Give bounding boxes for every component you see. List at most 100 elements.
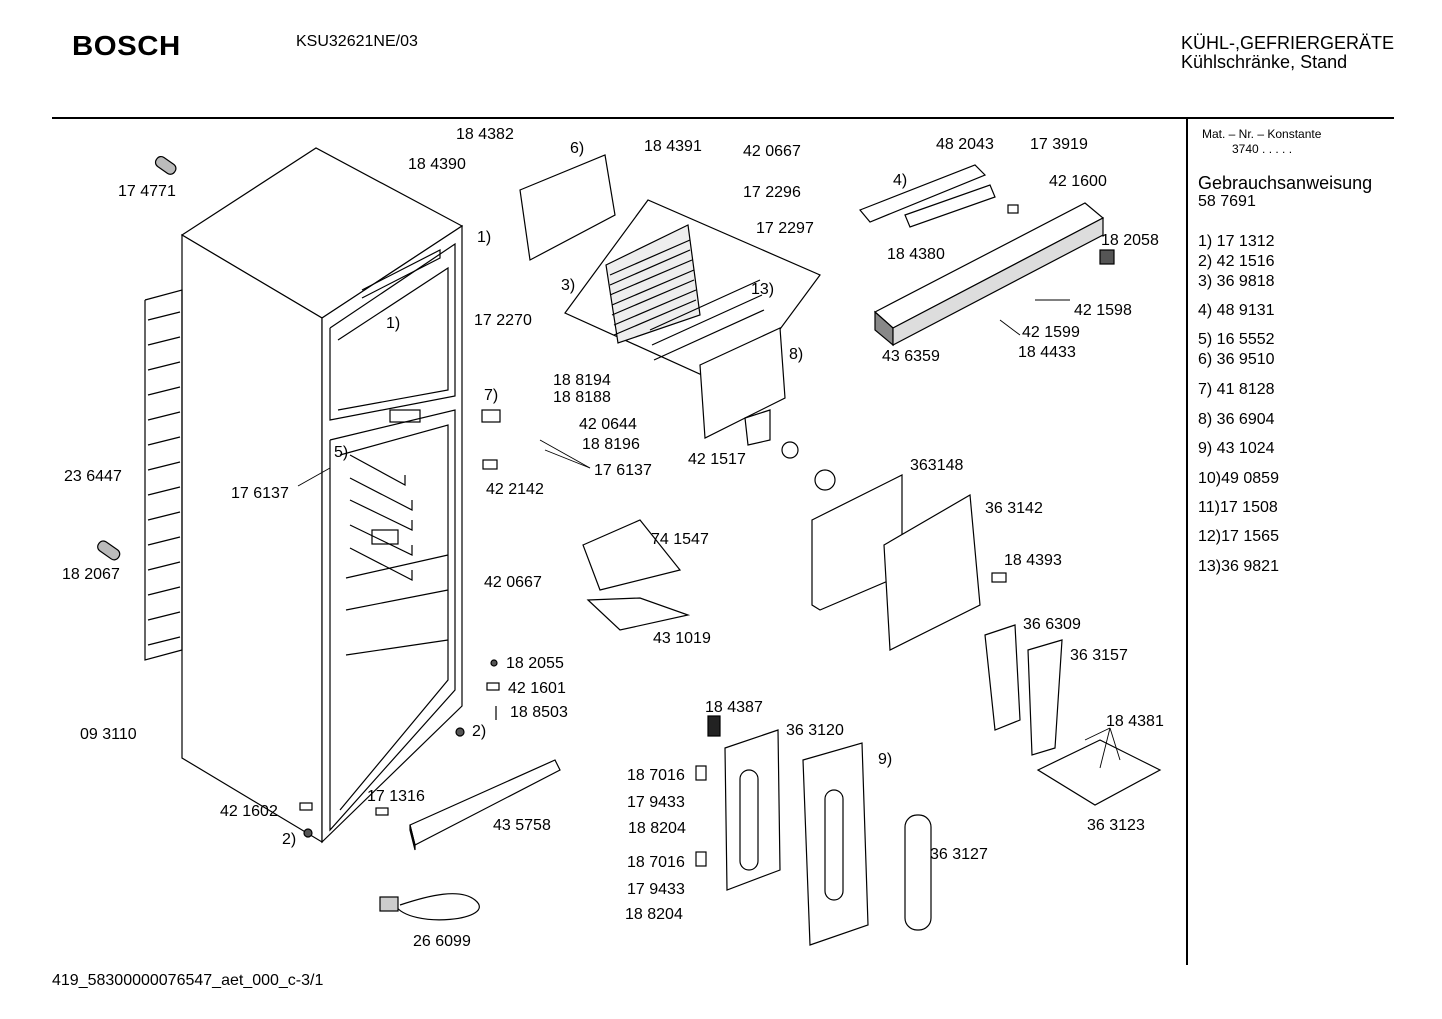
part-label: 2): [282, 831, 296, 848]
part-label: 17 4771: [118, 183, 176, 200]
part-label: 42 0644: [579, 416, 637, 433]
model-number: KSU32621NE/03: [296, 33, 418, 50]
part-label: 2): [472, 723, 486, 740]
legend-item: 7) 41 8128: [1198, 381, 1275, 398]
part-label: 18 2058: [1101, 232, 1159, 249]
part-label: 42 1517: [688, 451, 746, 468]
legend-item: 6) 36 9510: [1198, 351, 1275, 368]
part-label: 43 5758: [493, 817, 551, 834]
part-label: 18 7016: [627, 854, 685, 871]
part-label: 23 6447: [64, 468, 122, 485]
plug-parts: [97, 155, 177, 561]
part-label: 42 1601: [508, 680, 566, 697]
part-label: 18 4387: [705, 699, 763, 716]
evaporator-assembly: [519, 154, 821, 439]
part-label: 18 4380: [887, 246, 945, 263]
part-label: 18 2055: [506, 655, 564, 672]
part-label: 18 8188: [553, 389, 611, 406]
part-label: 09 3110: [80, 726, 137, 743]
part-label: 43 1019: [653, 630, 711, 647]
fasteners: [299, 409, 1007, 867]
part-label: 18 4393: [1004, 552, 1062, 569]
material-constant: 3740 . . . . .: [1232, 142, 1293, 156]
refrigerator-cabinet: [180, 147, 464, 844]
part-label: 36 3157: [1070, 647, 1128, 664]
legend-item: 9) 43 1024: [1198, 440, 1275, 457]
part-label: 48 2043: [936, 136, 994, 153]
part-label: 26 6099: [413, 933, 471, 950]
part-label: 13): [751, 281, 774, 298]
legend-item: 8) 36 6904: [1198, 411, 1275, 428]
rear-panels: [724, 474, 981, 946]
legend-item: 5) 16 5552: [1198, 331, 1275, 348]
part-label: 3): [561, 277, 575, 294]
air-ducts: [582, 519, 1162, 806]
part-label: 36 3120: [786, 722, 844, 739]
part-label: 42 2142: [486, 481, 544, 498]
manual-number: 58 7691: [1198, 193, 1256, 210]
part-label: 36 3123: [1087, 817, 1145, 834]
part-label: 36 6309: [1023, 616, 1081, 633]
part-label: 363148: [910, 457, 963, 474]
category-title: KÜHL-,GEFRIERGERÄTE: [1181, 33, 1395, 53]
leader-lines: [297, 299, 1121, 769]
cabinet-shelves: [349, 454, 413, 581]
legend-item: 1) 17 1312: [1198, 233, 1275, 250]
condenser-coil: [144, 289, 183, 661]
part-label: 18 2067: [62, 566, 120, 583]
part-label: 43 6359: [882, 348, 940, 365]
part-label: 17 1316: [367, 788, 425, 805]
part-label: 74 1547: [651, 531, 709, 548]
part-label: 18 8503: [510, 704, 568, 721]
part-label: 4): [893, 172, 907, 189]
part-label: 42 0667: [743, 143, 801, 160]
part-label: 18 8204: [628, 820, 686, 837]
diagram-drawing: [97, 147, 1162, 946]
part-labels: 17 4771 23 6447 18 2067 09 3110 17 6137 …: [62, 126, 1164, 950]
part-label: 42 1598: [1074, 302, 1132, 319]
part-label: 18 4382: [456, 126, 514, 143]
part-label: 17 9433: [627, 794, 685, 811]
part-label: 1): [477, 229, 491, 246]
power-cord: [379, 893, 480, 921]
legend-item: 3) 36 9818: [1198, 273, 1275, 290]
part-label: 18 8196: [582, 436, 640, 453]
part-label: 36 3142: [985, 500, 1043, 517]
manual-label: Gebrauchsanweisung: [1198, 173, 1373, 193]
part-label: 17 9433: [627, 881, 685, 898]
part-label: 17 2296: [743, 184, 801, 201]
part-label: 36 3127: [930, 846, 988, 863]
part-label: 17 2297: [756, 220, 814, 237]
part-label: 42 1600: [1049, 173, 1107, 190]
part-label: 17 6137: [594, 462, 652, 479]
part-label: 1): [386, 315, 400, 332]
control-panel: [859, 164, 1115, 347]
legend-item: 11)17 1508: [1198, 499, 1278, 516]
part-label: 18 8204: [625, 906, 683, 923]
part-label: 7): [484, 387, 498, 404]
part-label: 42 1599: [1022, 324, 1080, 341]
legend-item: 12)17 1565: [1198, 528, 1279, 545]
part-label: 17 3919: [1030, 136, 1088, 153]
legend-item: 2) 42 1516: [1198, 253, 1275, 270]
part-label: 18 4390: [408, 156, 466, 173]
legend-item: 4) 48 9131: [1198, 302, 1275, 319]
document-footer-code: 419_58300000076547_aet_000_c-3/1: [52, 972, 324, 989]
part-label: 8): [789, 346, 803, 363]
part-label: 6): [570, 140, 584, 157]
part-label: 18 4381: [1106, 713, 1164, 730]
part-label: 17 2270: [474, 312, 532, 329]
sidebar-divider: [1186, 117, 1188, 965]
part-label: 18 8194: [553, 372, 611, 389]
part-label: 9): [878, 751, 892, 768]
legend-item: 10)49 0859: [1198, 470, 1279, 487]
lamp-socket: [744, 409, 836, 491]
material-heading: Mat. – Nr. – Konstante: [1202, 127, 1322, 141]
part-label: 5): [334, 444, 348, 461]
part-label: 42 1602: [220, 803, 278, 820]
part-label: 42 0667: [484, 574, 542, 591]
part-label: 17 6137: [231, 485, 289, 502]
brand-logo: BOSCH: [72, 30, 181, 61]
legend-item: 13)36 9821: [1198, 558, 1279, 575]
header-divider: [52, 117, 1394, 119]
